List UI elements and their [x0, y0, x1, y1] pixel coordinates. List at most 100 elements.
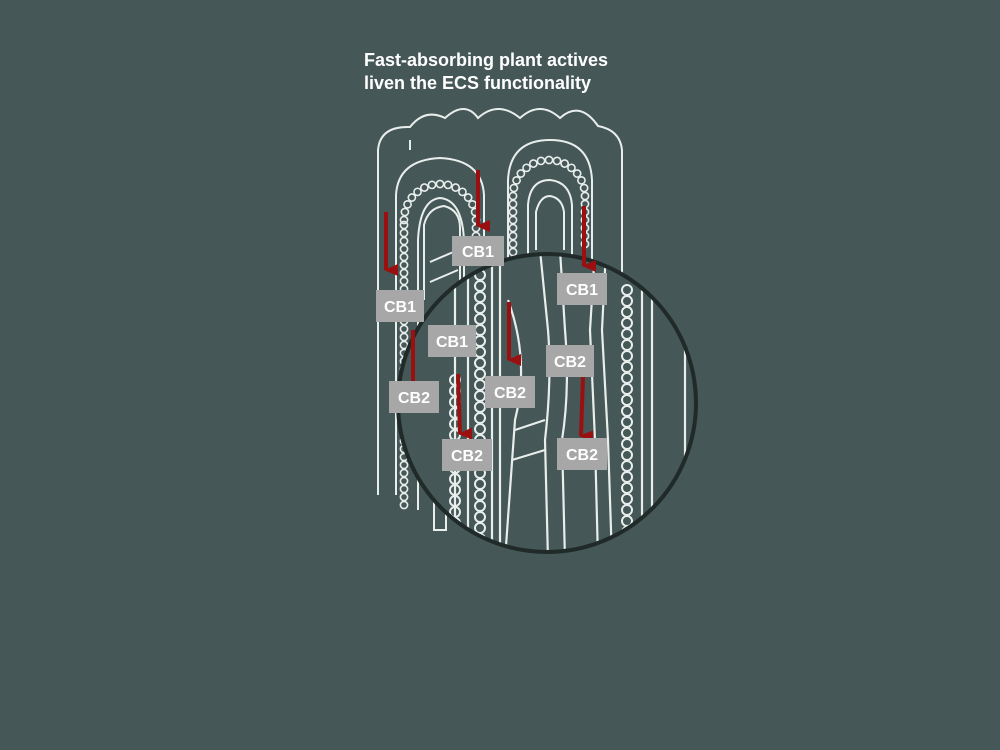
- receptor-label-box: [485, 376, 535, 408]
- bead: [516, 169, 526, 178]
- bead: [399, 228, 409, 238]
- bead: [399, 220, 409, 230]
- lens-branch-2: [538, 254, 551, 552]
- cannabinoid-arrows: [384, 170, 596, 443]
- receptor-label-cb2: CB2: [389, 381, 439, 413]
- villus-inner-left-2: [417, 196, 465, 510]
- receptor-label-text: CB1: [384, 299, 416, 316]
- villus-core-left: [423, 204, 461, 300]
- bead: [399, 324, 409, 334]
- receptor-label-box: [546, 345, 594, 377]
- villus-core-right: [535, 194, 565, 250]
- bead: [522, 163, 531, 173]
- bead: [508, 191, 518, 201]
- bead: [508, 239, 518, 249]
- bead: [463, 193, 473, 202]
- bead: [399, 460, 409, 470]
- receptor-label-cb1: CB1: [428, 325, 476, 357]
- bead: [413, 187, 422, 197]
- bead-chain-right-loop: [508, 155, 590, 265]
- bead: [508, 199, 518, 209]
- lens-branch-3: [558, 254, 569, 552]
- receptor-label-cb1: CB1: [376, 290, 424, 322]
- receptor-label-text: CB2: [554, 354, 586, 371]
- receptor-label-box: [557, 273, 607, 305]
- bead: [399, 332, 409, 342]
- bead: [399, 236, 409, 246]
- receptor-label-text: CB1: [566, 282, 598, 299]
- bead: [399, 244, 409, 254]
- bead: [451, 183, 461, 192]
- bead: [399, 500, 409, 510]
- bead: [508, 247, 518, 257]
- bead: [419, 183, 429, 192]
- bead: [512, 175, 521, 185]
- diagram-title: Fast-absorbing plant actives liven the E…: [364, 49, 608, 95]
- receptor-label-text: CB2: [566, 447, 598, 464]
- villus-inner-left: [395, 156, 485, 495]
- bead: [399, 252, 409, 262]
- bead: [509, 183, 519, 193]
- bead: [544, 155, 554, 165]
- bead: [528, 159, 538, 168]
- arrow-6: [456, 373, 473, 440]
- receptor-label-cb2: CB2: [557, 438, 607, 470]
- receptor-label-box: [442, 439, 492, 471]
- bead: [427, 180, 437, 190]
- villus-inner-right: [507, 138, 593, 440]
- receptor-label-box: [389, 381, 439, 413]
- receptor-label-text: CB2: [398, 390, 430, 407]
- bead: [560, 159, 570, 168]
- receptor-label-text: CB1: [436, 334, 468, 351]
- villus-outer-left: [377, 108, 623, 495]
- bead: [468, 199, 477, 209]
- bead: [399, 468, 409, 478]
- bead: [579, 183, 589, 193]
- bead: [399, 492, 409, 502]
- bead: [552, 156, 562, 166]
- magnifier-lens: [396, 252, 698, 554]
- receptor-label-box: [557, 438, 607, 470]
- receptor-label-cb1: CB1: [452, 236, 504, 266]
- bead: [443, 180, 453, 190]
- bead: [399, 276, 409, 286]
- lens-bead: [449, 539, 461, 551]
- bead: [399, 476, 409, 486]
- bead: [580, 191, 590, 201]
- bead: [399, 268, 409, 278]
- title-line-2: liven the ECS functionality: [364, 73, 592, 93]
- bead: [399, 215, 409, 225]
- receptor-label-cb1: CB1: [557, 273, 607, 305]
- receptor-label-cb2: CB2: [442, 439, 492, 471]
- receptor-label-box: [428, 325, 476, 357]
- arrow-7: [579, 375, 594, 443]
- bead: [508, 223, 518, 233]
- bead: [577, 175, 586, 185]
- title-line-1: Fast-absorbing plant actives: [364, 50, 609, 70]
- lens-bead: [449, 550, 461, 552]
- villi-outline: [377, 108, 623, 531]
- receptor-label-cb2: CB2: [546, 345, 594, 377]
- bead: [399, 260, 409, 270]
- lens-bead: [474, 544, 486, 552]
- receptor-label-text: CB2: [451, 448, 483, 465]
- bead: [407, 193, 417, 202]
- bead: [508, 215, 518, 225]
- receptor-label-text: CB2: [494, 385, 526, 402]
- bead: [399, 484, 409, 494]
- receptor-label-box: [452, 236, 504, 266]
- bead: [403, 199, 412, 209]
- lens-bead: [449, 528, 461, 540]
- receptor-label-cb2: CB2: [485, 376, 535, 408]
- bead: [508, 231, 518, 241]
- bead: [458, 187, 467, 197]
- receptor-label-text: CB1: [462, 244, 494, 261]
- bead: [572, 169, 582, 178]
- lens-branch-4: [511, 418, 546, 462]
- bead: [435, 179, 445, 189]
- receptor-label-box: [376, 290, 424, 322]
- bead: [508, 207, 518, 217]
- bead: [536, 156, 546, 166]
